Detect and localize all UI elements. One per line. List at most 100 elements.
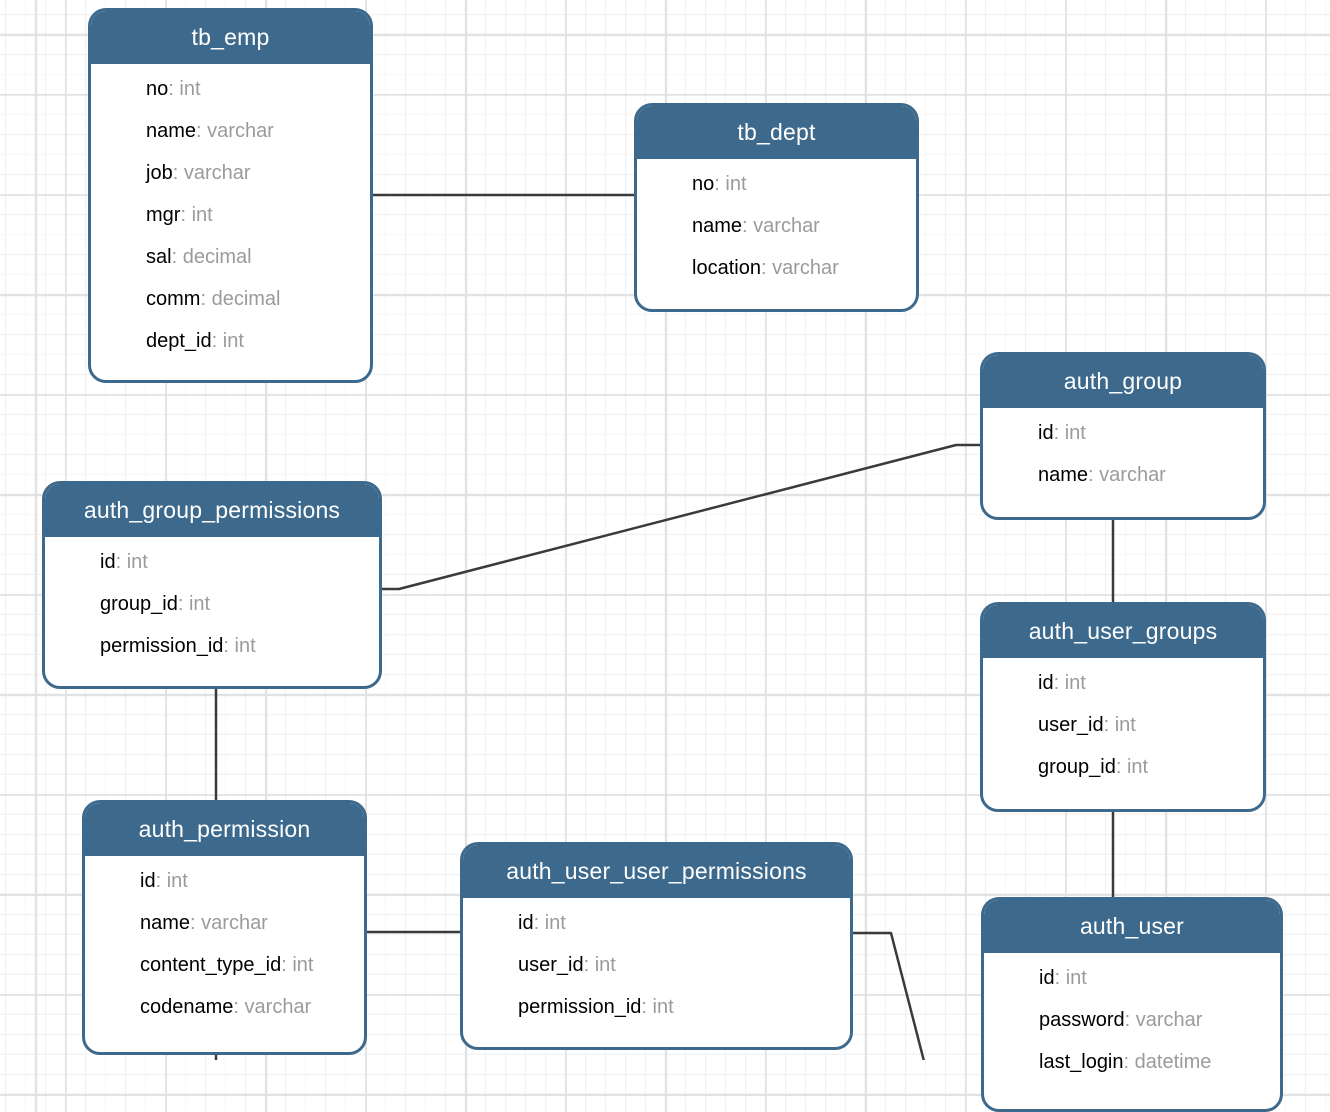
field-name: content_type_id: [140, 954, 282, 976]
table-body: idint namevarchar: [983, 408, 1263, 516]
field-name: codename: [140, 996, 234, 1018]
table-body: nointnamevarcharjobvarcharmgrintsaldecim…: [91, 64, 370, 380]
field-row: dept_idint: [146, 320, 360, 362]
field-name: group_id: [100, 593, 178, 615]
field-row: idint: [518, 902, 840, 944]
field-type: varchar: [196, 120, 274, 142]
field-name: name: [146, 120, 197, 142]
field-row: group_idint: [100, 583, 369, 625]
table-body: idintgroup_idintpermission_idint: [45, 537, 379, 686]
field-name: user_id: [1038, 714, 1104, 736]
field-name: last_login: [1039, 1051, 1124, 1073]
field-name: id: [1039, 967, 1055, 989]
field-name: location: [692, 257, 761, 279]
field-type: int: [584, 954, 616, 976]
tables-layer: tb_emp nointnamevarcharjobvarcharmgrints…: [42, 8, 1283, 1112]
table-header: auth_permission: [85, 803, 364, 856]
table-header: tb_dept: [637, 106, 916, 159]
field-row: commdecimal: [146, 278, 360, 320]
field-name: no: [146, 78, 169, 100]
field-name: name: [1038, 464, 1089, 486]
field-type: int: [223, 635, 255, 657]
field-name: password: [1039, 1009, 1125, 1031]
field-row: codenamevarchar: [140, 986, 354, 1028]
table-tb_dept[interactable]: tb_dept nointnamevarcharlocationvarchar: [634, 103, 919, 312]
field-name: sal: [146, 246, 172, 268]
field-type: varchar: [233, 996, 311, 1018]
field-type: int: [180, 204, 212, 226]
table-title: auth_group: [1063, 368, 1183, 394]
table-header: auth_user_user_permissions: [463, 845, 850, 898]
field-type: int: [156, 870, 188, 892]
table-title: auth_user: [1079, 913, 1185, 939]
field-type: varchar: [761, 257, 839, 279]
table-auth_group[interactable]: auth_group idint namevarchar: [980, 352, 1266, 520]
field-name: id: [1038, 422, 1054, 444]
field-type: int: [116, 551, 148, 573]
field-row: jobvarchar: [146, 152, 360, 194]
field-row: idint: [1038, 412, 1253, 454]
field-row: content_type_idint: [140, 944, 354, 986]
table-title: auth_permission: [138, 816, 311, 842]
field-name: mgr: [146, 204, 181, 226]
table-auth_user_groups[interactable]: auth_user_groups idintuser_idintgroup_id…: [980, 602, 1266, 812]
field-name: permission_id: [100, 635, 224, 657]
field-row: saldecimal: [146, 236, 360, 278]
field-name: dept_id: [146, 330, 212, 352]
table-title: auth_user_groups: [1028, 618, 1218, 644]
field-type: varchar: [1088, 464, 1166, 486]
field-type: int: [714, 173, 746, 195]
field-name: name: [692, 215, 743, 237]
table-title: tb_emp: [191, 24, 270, 50]
table-title: tb_dept: [737, 119, 816, 145]
table-auth_permission[interactable]: auth_permission idintnamevarcharcontent_…: [82, 800, 367, 1055]
table-auth_user[interactable]: auth_user idintpasswordvarcharlast_login…: [981, 897, 1283, 1112]
table-body: idintnamevarcharcontent_type_idintcodena…: [85, 856, 364, 1048]
table-body: nointnamevarcharlocationvarchar: [637, 159, 916, 309]
field-type: int: [212, 330, 244, 352]
field-row: user_idint: [1038, 704, 1253, 746]
field-name: job: [146, 162, 173, 184]
field-row: user_idint: [518, 944, 840, 986]
table-body: idintpasswordvarcharlast_logindatetime: [984, 953, 1280, 1103]
table-title: auth_group_permissions: [83, 497, 341, 523]
field-type: int: [1104, 714, 1136, 736]
field-name: no: [692, 173, 715, 195]
field-row: namevarchar: [146, 110, 360, 152]
field-name: name: [140, 912, 191, 934]
field-type: int: [1054, 672, 1086, 694]
field-type: int: [534, 912, 566, 934]
field-row: last_logindatetime: [1039, 1041, 1270, 1083]
field-name: id: [1038, 672, 1054, 694]
table-header: auth_user: [984, 900, 1280, 953]
connector-auth_group_permissions--auth_group: [380, 443, 982, 591]
field-row: namevarchar: [692, 205, 906, 247]
field-type: datetime: [1124, 1051, 1212, 1073]
field-type: varchar: [173, 162, 251, 184]
field-type: int: [281, 954, 313, 976]
field-row: mgrint: [146, 194, 360, 236]
field-row: noint: [692, 163, 906, 205]
field-row: noint: [146, 68, 360, 110]
field-name: user_id: [518, 954, 584, 976]
field-name: id: [140, 870, 156, 892]
table-title: auth_user_user_permissions: [506, 858, 807, 884]
field-row: group_idint: [1038, 746, 1253, 788]
table-header: auth_group: [983, 355, 1263, 408]
field-name: permission_id: [518, 996, 642, 1018]
field-row: locationvarchar: [692, 247, 906, 289]
field-name: group_id: [1038, 756, 1116, 778]
field-row: permission_idint: [100, 625, 369, 667]
field-type: int: [641, 996, 673, 1018]
table-header: tb_emp: [91, 11, 370, 64]
field-type: int: [1116, 756, 1148, 778]
field-row: permission_idint: [518, 986, 840, 1028]
field-name: id: [100, 551, 116, 573]
table-auth_user_user_permissions[interactable]: auth_user_user_permissions idintuser_idi…: [460, 842, 853, 1050]
field-name: comm: [146, 288, 201, 310]
field-row: passwordvarchar: [1039, 999, 1270, 1041]
field-type: int: [178, 593, 210, 615]
table-auth_group_permissions[interactable]: auth_group_permissions idintgroup_idintp…: [42, 481, 382, 689]
table-tb_emp[interactable]: tb_emp nointnamevarcharjobvarcharmgrints…: [88, 8, 373, 383]
field-type: int: [1054, 422, 1086, 444]
